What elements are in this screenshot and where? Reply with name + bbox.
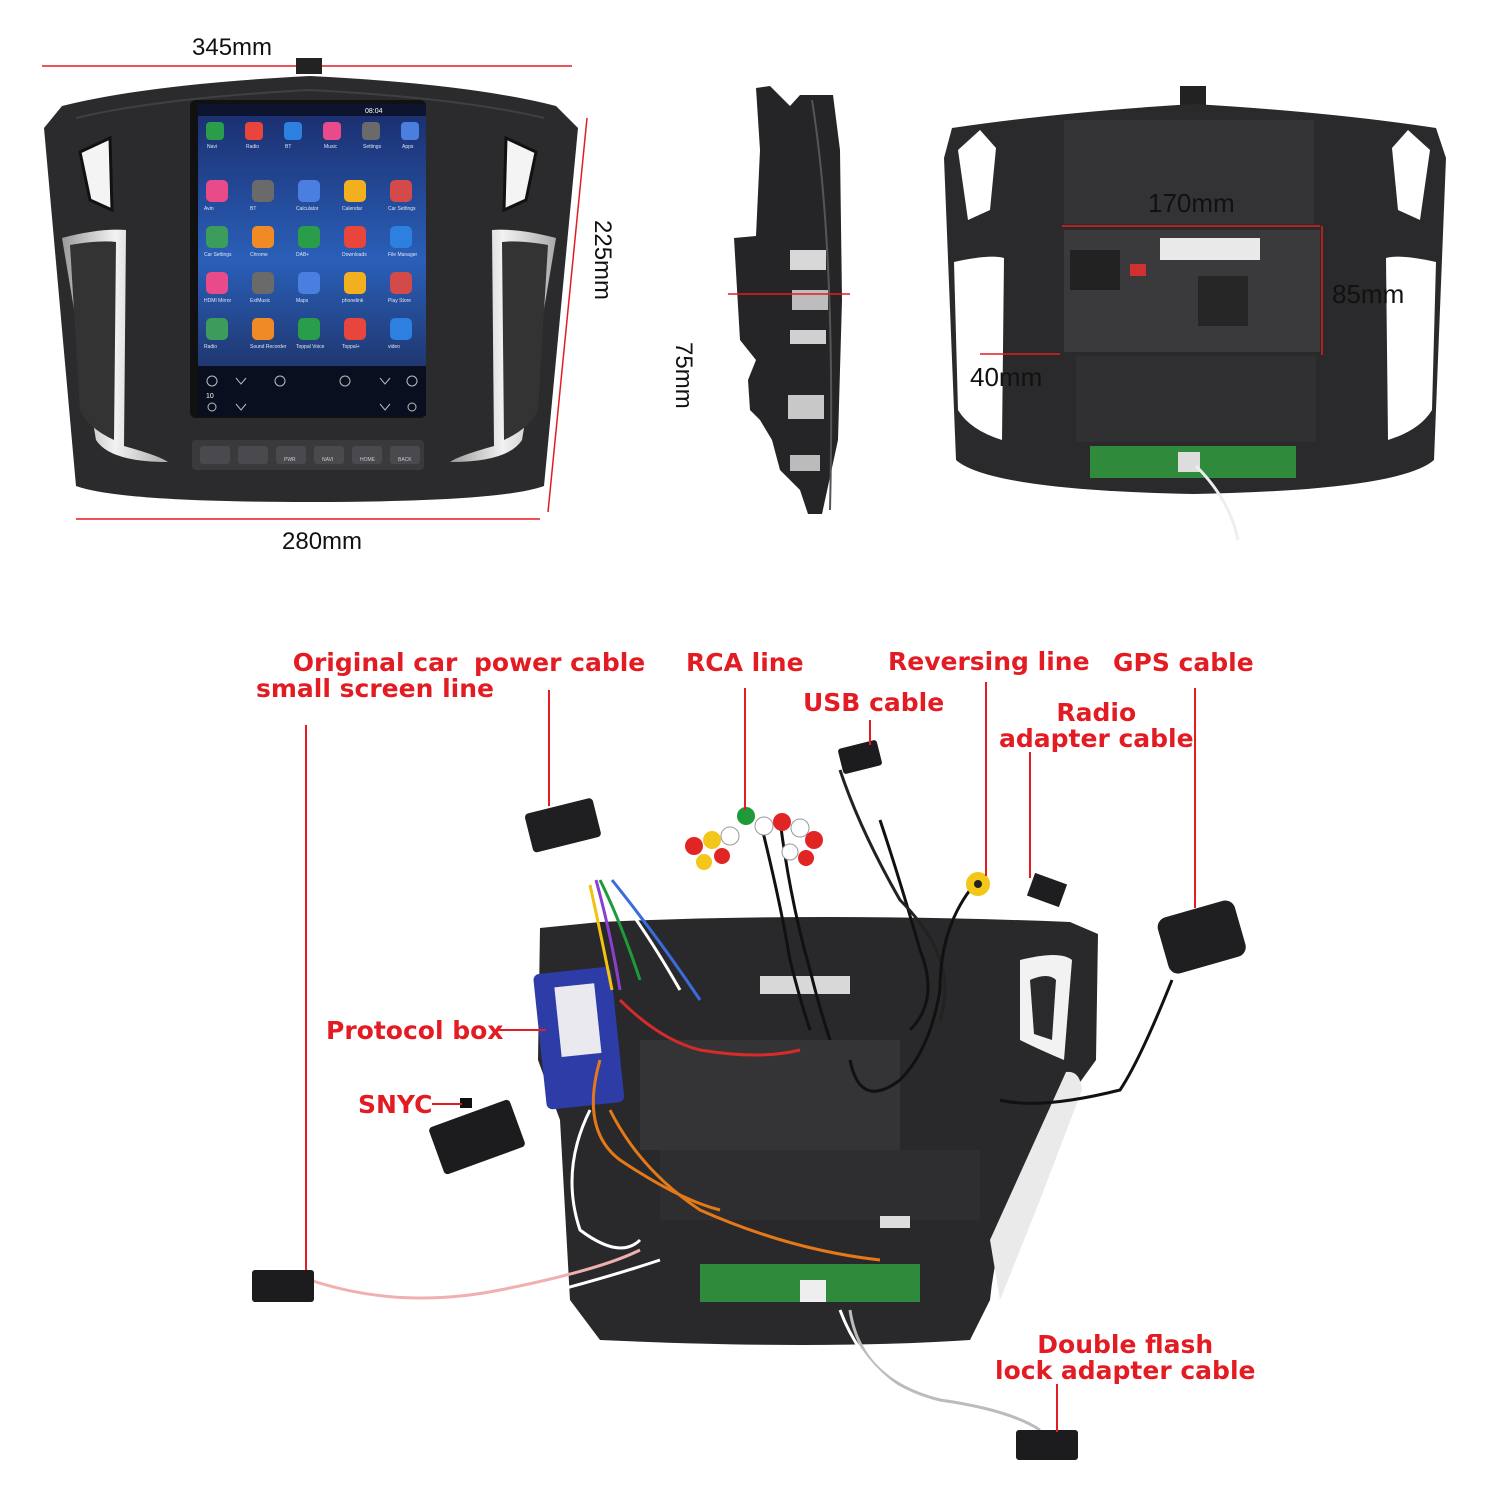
screen-temp: 10 [206, 393, 214, 400]
label-rca-line: RCA line [686, 648, 804, 677]
app-label: Toppal Voice [296, 344, 325, 350]
dock-label: Music [324, 144, 338, 150]
hardware-button-label: NAVI [322, 457, 333, 463]
label-radio-adapter-cable: Radio adapter cable [999, 698, 1194, 754]
app-icon[interactable] [206, 318, 228, 340]
hardware-button[interactable] [314, 446, 344, 464]
dim-bottom-width: 280mm [282, 528, 363, 555]
app-icon[interactable] [344, 272, 366, 294]
app-label: Car Settings [204, 252, 232, 258]
app-label: Calculator [296, 206, 319, 212]
label-original-car-small-screen-line: Original car small screen line [256, 648, 494, 704]
dock-icon[interactable] [245, 122, 263, 140]
label-protocol-box: Protocol box [326, 1016, 504, 1045]
dock-label: Navi [207, 144, 217, 150]
screen-clock: 08:04 [365, 108, 383, 115]
app-icon[interactable] [344, 180, 366, 202]
app-icon[interactable] [252, 180, 274, 202]
dim-width-front: 345mm [192, 34, 273, 61]
dock-label: Settings [363, 144, 382, 150]
hardware-button-label: HOME [360, 457, 376, 463]
back-view [944, 86, 1446, 541]
leader-lines [305, 682, 1196, 1432]
hardware-button[interactable] [200, 446, 230, 464]
app-label: Car Settings [388, 206, 416, 212]
app-icon[interactable] [252, 318, 274, 340]
app-label: File Manager [388, 252, 418, 258]
label-double-flash-lock-adapter-cable: Double flash lock adapter cable [995, 1330, 1256, 1386]
dock-label: BT [285, 144, 291, 150]
app-label: Toppal+ [342, 344, 360, 350]
app-label: ExtMusic [250, 298, 271, 304]
app-icon[interactable] [344, 318, 366, 340]
app-icon[interactable] [390, 226, 412, 248]
hardware-button[interactable] [390, 446, 420, 464]
label-gps-cable: GPS cable [1113, 648, 1254, 677]
app-icon[interactable] [206, 226, 228, 248]
app-icon[interactable] [252, 226, 274, 248]
app-icon[interactable] [298, 318, 320, 340]
wiring-unit [252, 740, 1246, 1460]
app-label: phonelink [342, 298, 364, 304]
app-label: Sound Recorder [250, 344, 287, 350]
app-label: BT [250, 206, 256, 212]
label-usb-cable: USB cable [803, 688, 945, 717]
label-snyc: SNYC [358, 1090, 433, 1119]
hardware-button[interactable] [352, 446, 382, 464]
dim-side-depth: 75mm [670, 342, 697, 409]
app-icon[interactable] [298, 272, 320, 294]
screen-dock: Navi Radio BT Music Settings Apps [206, 122, 419, 150]
hardware-button-label: PWR [284, 457, 296, 463]
app-icon[interactable] [344, 226, 366, 248]
hardware-button-label: BACK [398, 457, 412, 463]
app-icon[interactable] [298, 180, 320, 202]
side-view [728, 86, 850, 514]
app-icon[interactable] [206, 180, 228, 202]
app-label: Chrome [250, 252, 268, 258]
dock-icon[interactable] [362, 122, 380, 140]
dock-icon[interactable] [323, 122, 341, 140]
app-icon[interactable] [390, 318, 412, 340]
hardware-buttons: PWR NAVI HOME BACK [200, 446, 420, 464]
app-icon[interactable] [252, 272, 274, 294]
app-label: Downloads [342, 252, 367, 258]
dock-label: Radio [246, 144, 259, 150]
dim-back-height: 85mm [1332, 279, 1405, 309]
label-reversing-line: Reversing line [888, 647, 1090, 676]
app-label: Calendar [342, 206, 363, 212]
app-icon[interactable] [390, 272, 412, 294]
app-label: video [388, 344, 400, 350]
app-label: Maps [296, 298, 309, 304]
hardware-button[interactable] [238, 446, 268, 464]
label-power-cable: power cable [474, 648, 646, 677]
dock-icon[interactable] [206, 122, 224, 140]
back-dimension-lines [980, 225, 1323, 355]
dock-icon[interactable] [284, 122, 302, 140]
dim-height-front: 225mm [589, 220, 616, 301]
dock-icon[interactable] [401, 122, 419, 140]
app-label: Play Store [388, 298, 411, 304]
app-icon[interactable] [206, 272, 228, 294]
dock-label: Apps [402, 144, 414, 150]
app-icon[interactable] [390, 180, 412, 202]
app-label: Avin [204, 206, 214, 212]
rca-plugs [685, 807, 823, 870]
hardware-button[interactable] [276, 446, 306, 464]
app-label: DAB+ [296, 252, 309, 258]
app-icon[interactable] [298, 226, 320, 248]
dim-back-width: 170mm [1148, 188, 1235, 218]
app-label: HDMI Mirror [204, 298, 232, 304]
dim-back-depth: 40mm [970, 362, 1043, 392]
app-label: Radio [204, 344, 217, 350]
